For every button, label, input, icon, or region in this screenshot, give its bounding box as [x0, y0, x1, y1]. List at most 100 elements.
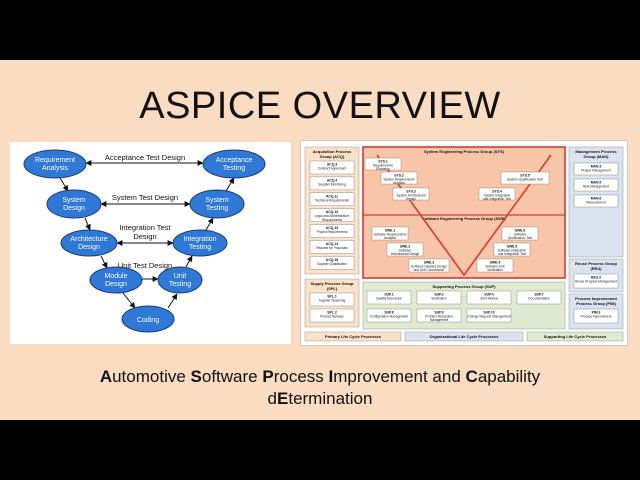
process-code: ACQ.4	[327, 178, 337, 182]
svg-text:Process Group (PIM): Process Group (PIM)	[576, 301, 616, 306]
svg-text:Testing: Testing	[206, 205, 228, 212]
process-name: Project Requirements	[317, 230, 348, 234]
process-code: SUP.2	[434, 293, 443, 297]
svg-text:Reuse Process Group: Reuse Process Group	[575, 261, 617, 266]
node-system-testing: System Testing	[189, 189, 245, 219]
process-name: Qualification Test	[508, 236, 532, 240]
process-code: ACQ.13	[326, 226, 338, 230]
process-code: ACQ.14	[326, 242, 338, 246]
process-name: System Qualification Test	[507, 178, 543, 182]
process-name: Supplier Tendering	[319, 299, 346, 303]
v-model-panel: Acceptance Test Design System Test Desig…	[10, 142, 291, 344]
svg-text:Module: Module	[105, 273, 128, 280]
process-name: Change Request Management	[467, 315, 511, 319]
process-code: SYS.2	[394, 174, 404, 178]
process-code: SPL.1	[327, 295, 337, 299]
node-architecture-design: Architecture Design	[60, 229, 118, 257]
svg-text:Group (ACQ): Group (ACQ)	[320, 154, 345, 159]
process-name: Legal and Administrative	[315, 214, 350, 218]
process-name: Problem Resolution	[425, 315, 453, 319]
svg-text:Analysis: Analysis	[42, 165, 69, 172]
sup-group: Supporting Process Group (SUP) SUP.1Qual…	[362, 281, 566, 330]
slide-title: ASPICE OVERVIEW	[139, 85, 501, 127]
svg-text:Acceptance: Acceptance	[216, 157, 253, 164]
process-name: Joint Review	[480, 297, 499, 301]
integration-test-label-1: Integration Test	[119, 223, 171, 232]
unit-test-design-label: Unit Test Design	[118, 261, 172, 270]
svg-text:System: System	[62, 197, 86, 204]
process-code: SPL.2	[327, 311, 337, 315]
flow-coding-unit	[167, 293, 178, 309]
svg-text:(REU): (REU)	[590, 266, 602, 271]
process-name: Design	[406, 197, 416, 201]
svg-text:Supporting Process Group (SUP): Supporting Process Group (SUP)	[432, 284, 496, 289]
process-code: SUP.1	[384, 293, 393, 297]
process-code: SWE.4	[490, 261, 501, 265]
process-code: SYS.1	[378, 160, 388, 164]
svg-text:Process Improvement: Process Improvement	[575, 296, 617, 301]
process-name: and Integration Test	[498, 252, 526, 256]
process-name: Measurement	[586, 201, 606, 205]
subtitle-word: mprovement and	[333, 367, 466, 386]
process-name: Verification	[431, 297, 447, 301]
subtitle-initial: E	[277, 389, 289, 408]
man-group: Management Process Group (MAN) MAN.3Proj…	[568, 146, 624, 258]
node-coding: Coding	[121, 305, 175, 333]
svg-text:Testing: Testing	[169, 281, 191, 288]
process-code: SWE.6	[515, 229, 526, 233]
process-name: Software Integration	[498, 249, 527, 253]
acceptance-test-design-label: Acceptance Test Design	[105, 153, 185, 162]
process-name: Process Improvement	[580, 315, 611, 319]
process-name: Management	[430, 318, 449, 322]
subtitle-line-1: Automotive Software Process Improvement …	[40, 366, 600, 388]
subtitle-word: apability	[477, 367, 541, 386]
process-name: Architectural Design	[391, 252, 420, 256]
process-code: SUP.10	[483, 311, 494, 315]
v-model-diagram: Acceptance Test Design System Test Desig…	[23, 149, 266, 333]
subtitle-word: utomotive	[112, 367, 191, 386]
process-code: SUP.8	[384, 311, 393, 315]
slide-subtitle: Automotive Software Process Improvement …	[40, 366, 600, 410]
process-name: Verification	[487, 268, 503, 272]
process-name: Elicitation	[376, 167, 390, 171]
process-code: MAN.6	[591, 197, 602, 201]
svg-text:Group (MAN): Group (MAN)	[584, 154, 610, 159]
process-code: SYS.5	[520, 174, 530, 178]
footer-supporting: Supporting Life Cycle Processes	[526, 331, 624, 342]
subtitle-word: rocess	[273, 367, 329, 386]
svg-text:Supply Process Group: Supply Process Group	[310, 281, 354, 286]
node-acceptance-testing: Acceptance Testing	[202, 149, 266, 179]
system-test-design-label: System Test Design	[112, 193, 178, 202]
svg-text:Integration: Integration	[183, 236, 216, 243]
process-name: Contract Agreement	[318, 167, 346, 171]
process-name: and Integration Test	[483, 197, 511, 201]
svg-text:Organizational Life Cycle Proc: Organizational Life Cycle Processes	[430, 334, 500, 339]
flow-unit-integ	[185, 255, 193, 268]
process-code: SUP.9	[434, 311, 443, 315]
subtitle-initial: C	[465, 367, 478, 386]
process-code: SUP.4	[484, 293, 493, 297]
svg-text:Management Process: Management Process	[575, 149, 617, 154]
process-name: Requirements	[373, 164, 393, 168]
flow-sys-arch	[84, 217, 91, 231]
svg-text:Requirement: Requirement	[35, 157, 75, 164]
flow-arch-mod	[100, 255, 108, 269]
process-name: Software	[514, 233, 527, 237]
svg-text:Testing: Testing	[189, 244, 211, 251]
